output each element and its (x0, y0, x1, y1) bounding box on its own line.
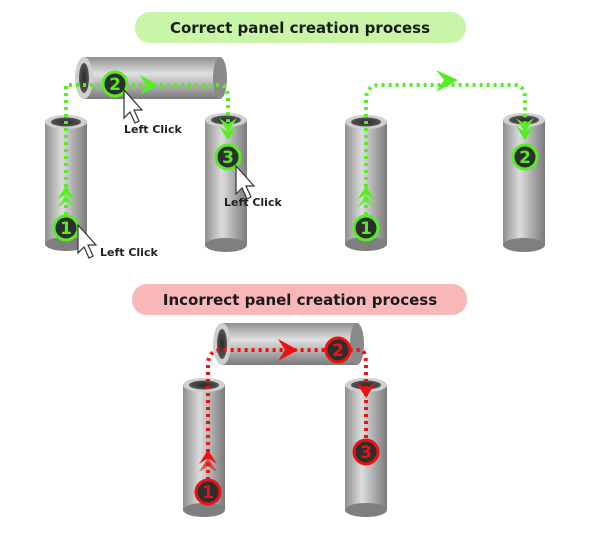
correct-path-line-2 (364, 83, 527, 215)
right-arrow-icon (436, 70, 458, 92)
svg-text:1: 1 (202, 483, 214, 503)
right-arrow-icon (278, 339, 298, 361)
incorrect-section: Incorrect panel creation process 1 (132, 284, 467, 517)
step-marker-2: 2 (511, 143, 539, 171)
svg-text:1: 1 (60, 219, 72, 239)
incorrect-title: Incorrect panel creation process (163, 291, 437, 309)
step-marker-1: 1 (52, 214, 80, 242)
down-arrow-icon (219, 126, 237, 140)
up-arrow-icon (357, 194, 375, 208)
step-marker-1: 1 (194, 478, 222, 506)
up-arrow-icon (57, 194, 75, 208)
correct-section: Correct panel creation process (45, 12, 545, 259)
mouse-cursor-icon (77, 223, 98, 259)
svg-text:1: 1 (360, 219, 372, 239)
step-marker-2: 2 (324, 336, 352, 364)
left-click-label: Left Click (100, 246, 158, 259)
pipe-right-vertical-2 (503, 113, 545, 252)
up-arrow-icon (357, 186, 375, 200)
pipe-right-vertical (205, 113, 247, 252)
down-arrow-icon (516, 126, 534, 140)
right-arrow-icon (140, 75, 158, 95)
left-click-label: Left Click (224, 196, 282, 209)
svg-text:3: 3 (222, 148, 234, 168)
correct-title-banner (135, 12, 466, 43)
mouse-cursor-icon (235, 164, 256, 200)
down-arrow-icon (356, 382, 376, 398)
incorrect-path-line (206, 348, 368, 480)
svg-text:2: 2 (332, 341, 344, 361)
step-marker-2: 2 (101, 70, 129, 98)
up-arrow-icon (199, 458, 217, 472)
svg-text:2: 2 (109, 75, 121, 95)
svg-text:2: 2 (519, 148, 531, 168)
up-arrow-icon (199, 450, 217, 464)
down-arrow-icon (219, 118, 237, 132)
up-arrow-icon (57, 186, 75, 200)
correct-title: Correct panel creation process (170, 19, 430, 37)
svg-text:3: 3 (360, 443, 372, 463)
down-arrow-icon (516, 118, 534, 132)
left-click-label: Left Click (124, 123, 182, 136)
step-marker-3: 3 (352, 438, 380, 466)
pipe-left-vertical (45, 115, 87, 251)
correct-path-line (64, 83, 230, 215)
incorrect-title-banner (132, 284, 467, 315)
step-marker-1: 1 (352, 214, 380, 242)
mouse-cursor-icon (123, 88, 144, 124)
step-marker-3: 3 (214, 143, 242, 171)
pipe-top-horizontal (75, 57, 227, 99)
